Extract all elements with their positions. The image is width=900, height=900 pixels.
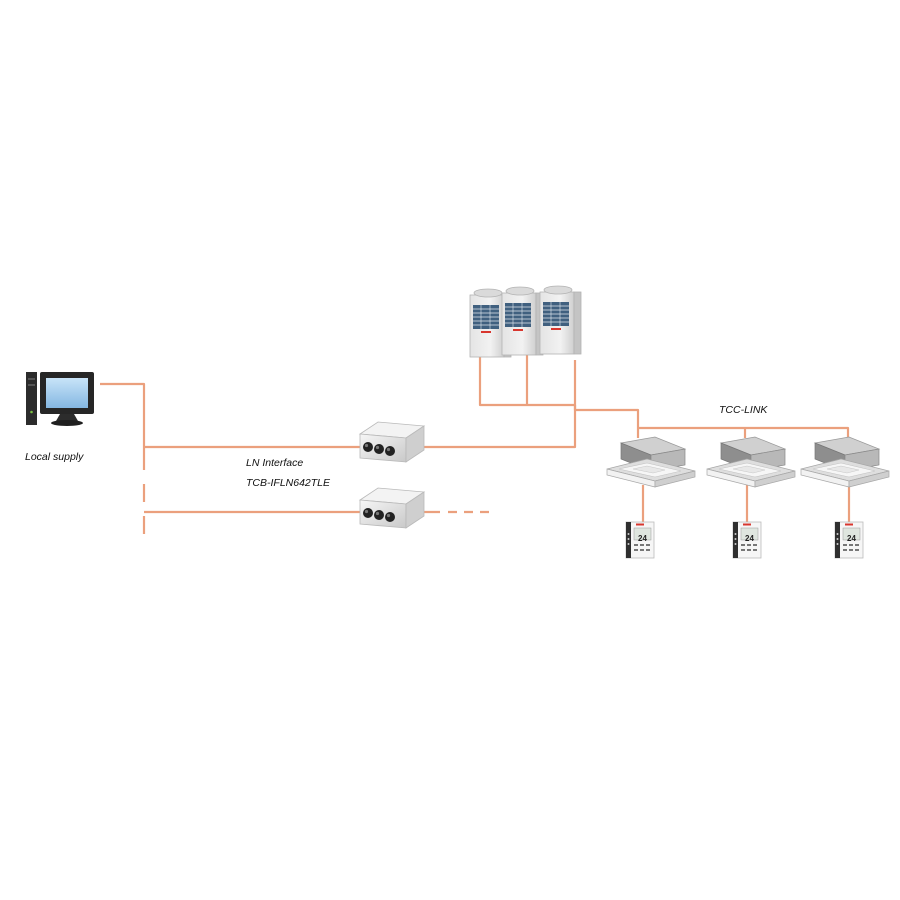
wire-ln-interface-1-to-outdoor xyxy=(408,360,577,449)
wire-tcc-link-main xyxy=(573,405,640,438)
wire-outdoor-interconnect xyxy=(478,345,575,407)
remote-display-value: 24 xyxy=(638,534,647,543)
remote-display-value: 24 xyxy=(847,534,856,543)
computer-icon xyxy=(26,372,94,426)
remote-controller-icon: 24 xyxy=(834,521,864,559)
ln-interface-box-2-icon xyxy=(359,487,425,529)
wire-pc-to-bus xyxy=(100,382,146,452)
cassette-indoor-unit-icon xyxy=(606,436,696,488)
ln-interface-model-label: TCB-IFLN642TLE xyxy=(246,477,331,489)
local-supply-label: Local supply xyxy=(25,451,84,463)
remote-controller-icon: 24 xyxy=(625,521,655,559)
cassette-indoor-unit-icon xyxy=(706,436,796,488)
remote-display-value: 24 xyxy=(745,534,754,543)
ln-interface-box-icon xyxy=(359,421,425,463)
wire-tcc-link-branch xyxy=(638,426,850,438)
outdoor-unit-icon xyxy=(469,285,582,358)
cassette-indoor-unit-icon xyxy=(800,436,890,488)
ln-interface-label: LN Interface xyxy=(246,457,304,469)
remote-controller-icon: 24 xyxy=(732,521,762,559)
tcc-link-label: TCC-LINK xyxy=(719,404,768,416)
